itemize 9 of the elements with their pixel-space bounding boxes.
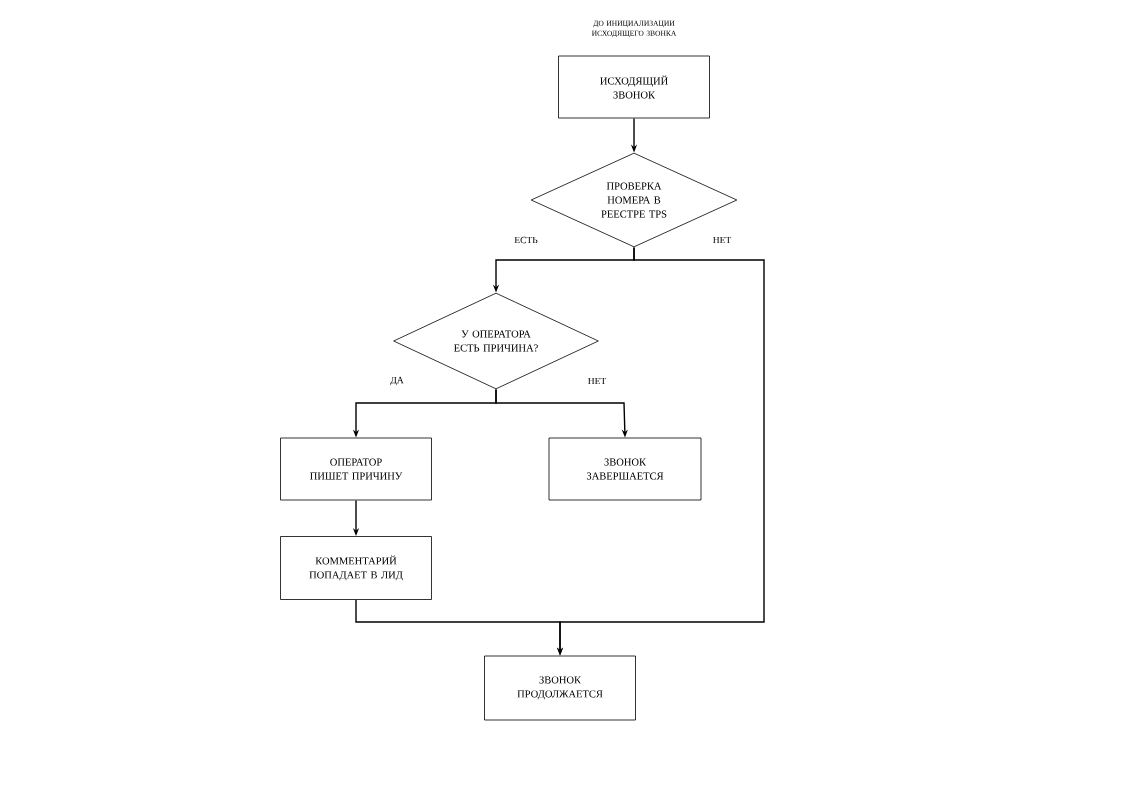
process-box: ЗВОНОК ЗАВЕРШАЕТСЯ <box>548 437 702 501</box>
process-box: КОММЕНТАРИЙ ПОПАДАЕТ В ЛИД <box>280 536 432 600</box>
edge-label: ЕСТЬ <box>514 236 538 244</box>
edge-label: НЕТ <box>713 236 732 244</box>
process-box: ИСХОДЯЩИЙ ЗВОНОК <box>558 55 710 119</box>
process-box: ЗВОНОК ПРОДОЛЖАЕТСЯ <box>484 655 636 721</box>
process-box: ОПЕРАТОР ПИШЕТ ПРИЧИНУ <box>280 437 432 501</box>
edge-label: НЕТ <box>588 377 607 385</box>
edge-label: ДА <box>390 376 404 386</box>
